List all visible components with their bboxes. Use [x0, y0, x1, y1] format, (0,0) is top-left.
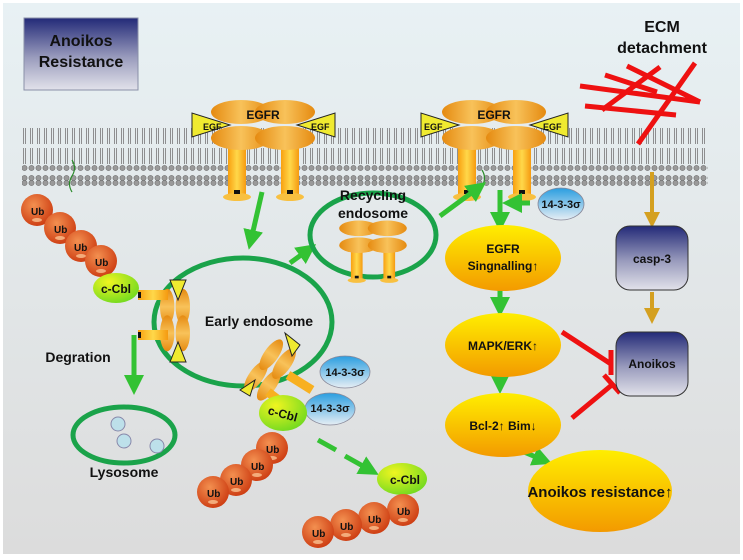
- sigma-label: 14-3-3σ: [541, 199, 581, 211]
- egf-ligand-icon: [528, 112, 569, 138]
- lysosome: Lysosome: [70, 404, 178, 480]
- arrow-early-to-recycling: [288, 244, 317, 266]
- recycling-label-1: Recycling: [340, 187, 406, 203]
- ubiquitin-chain-bottom: Ub Ub Ub Ub: [302, 494, 419, 548]
- ub-label: Ub: [312, 529, 325, 540]
- egf-label: EGF: [203, 122, 222, 132]
- anoikos-label: Anoikos: [628, 357, 676, 371]
- ub-label: Ub: [368, 515, 381, 526]
- inhibition-lines: [560, 329, 622, 420]
- ubiquitin-chain-middle: Ub Ub Ub Ub: [197, 432, 288, 508]
- recycling-endosome: Recycling endosome: [307, 187, 439, 283]
- node-anoikos: Anoikos: [615, 331, 689, 397]
- resistance-label: Anoikos resistance↑: [527, 484, 672, 501]
- sigma-label: 14-3-3σ: [325, 367, 365, 379]
- ub-label: Ub: [54, 225, 67, 236]
- node-casp-3: casp-3: [615, 225, 689, 291]
- egfr-receptor-left: EGF EGF EGFR: [191, 100, 336, 201]
- sigma-protein-1: 14-3-3σ: [319, 355, 371, 389]
- recycling-label-2: endosome: [338, 205, 408, 221]
- degradation-label: Degration: [45, 349, 110, 365]
- casp-label: casp-3: [633, 252, 671, 266]
- ubiquitin-chain-top: Ub Ub Ub Ub: [21, 194, 117, 277]
- c-cbl-middle: c-Cbl: [259, 395, 307, 431]
- node-bcl2-bim: Bcl-2↑ Bim↓: [445, 393, 561, 457]
- ub-label: Ub: [31, 207, 44, 218]
- dashed-arrow-segment-2: [343, 453, 379, 475]
- ub-label: Ub: [266, 445, 279, 456]
- egfr-label: EGFR: [477, 108, 511, 122]
- ub-label: Ub: [340, 522, 353, 533]
- mapk-label: MAPK/ERK↑: [468, 339, 538, 353]
- egf-ligand-icon: [295, 112, 336, 138]
- lysosome-label: Lysosome: [90, 464, 159, 480]
- node-anoikos-resistance: Anoikos resistance↑: [527, 450, 673, 532]
- egf-label: EGF: [311, 122, 330, 132]
- ub-label: Ub: [207, 489, 220, 500]
- arrow-recycling-to-membrane: [438, 182, 487, 219]
- early-endosome-label: Early endosome: [205, 313, 313, 329]
- cell-membrane: [22, 128, 708, 193]
- bcl-label: Bcl-2↑ Bim↓: [469, 419, 536, 433]
- sigma-protein-2: 14-3-3σ: [304, 392, 356, 426]
- ub-label: Ub: [74, 243, 87, 254]
- c-cbl-label: c-Cbl: [390, 473, 420, 487]
- ub-label: Ub: [397, 507, 410, 518]
- node-mapk-erk: MAPK/ERK↑: [445, 313, 561, 377]
- egf-label: EGF: [543, 122, 562, 132]
- egfr-receptor-right: EGF EGF EGFR: [420, 100, 569, 201]
- egfr-signalling-label-1: EGFR: [486, 242, 520, 256]
- arrow-internalization: [243, 191, 265, 250]
- ub-label: Ub: [230, 477, 243, 488]
- ecm-label-line-2: detachment: [617, 40, 707, 57]
- egf-ligand-icon: [191, 112, 232, 138]
- dashed-arrow-segment-1: [316, 437, 338, 453]
- title-line-1: Anoikos: [49, 33, 112, 50]
- title-box: Anoikos Resistance: [23, 17, 139, 91]
- c-cbl-bottom: c-Cbl: [377, 463, 427, 495]
- egfr-label: EGFR: [246, 108, 280, 122]
- ub-label: Ub: [95, 258, 108, 269]
- ecm-label-line-1: ECM: [644, 19, 680, 36]
- egf-label: EGF: [424, 122, 443, 132]
- title-line-2: Resistance: [39, 54, 124, 71]
- egfr-signalling-label-2: Singnalling↑: [468, 259, 539, 273]
- early-endosome: Early endosome: [138, 255, 335, 409]
- egf-ligand-icon: [420, 112, 461, 138]
- c-cbl-top: c-Cbl: [93, 273, 139, 303]
- ub-label: Ub: [251, 462, 264, 473]
- sigma-protein-3: 14-3-3σ: [537, 187, 585, 221]
- ecm-fibers-icon: [579, 61, 702, 146]
- sigma-label: 14-3-3σ: [310, 403, 350, 415]
- c-cbl-label: c-Cbl: [101, 282, 131, 296]
- node-egfr-signalling: EGFR Singnalling↑: [445, 225, 561, 291]
